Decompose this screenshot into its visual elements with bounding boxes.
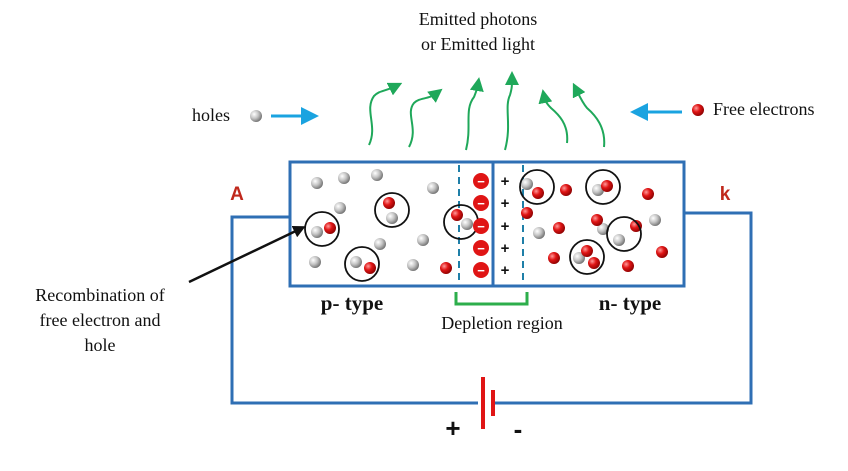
n-type-label: n- type — [599, 291, 661, 315]
negative-ion-icon: − — [473, 195, 489, 211]
circuit-wire — [230, 211, 753, 405]
photon-arrow-icon — [572, 82, 606, 148]
electron-icon — [521, 207, 533, 219]
depletion-ions: − − − − − + + + + + — [473, 173, 510, 279]
recombination-ring-icon — [585, 169, 621, 205]
recombination-ring-icon — [569, 239, 605, 275]
hole-icon — [521, 178, 533, 190]
negative-ion-icon: − — [473, 218, 489, 234]
hole-icon — [417, 234, 429, 246]
hole-icon — [250, 110, 262, 122]
hole-icon — [338, 172, 350, 184]
photon-arrows — [368, 71, 606, 151]
positive-ion-icon: + — [501, 173, 510, 190]
hole-icon — [533, 227, 545, 239]
svg-text:−: − — [477, 174, 485, 189]
electron-icon — [451, 209, 463, 221]
electron-icon — [532, 187, 544, 199]
recombination-pointer-arrow-icon — [188, 226, 306, 284]
photon-arrow-icon — [408, 88, 443, 148]
depletion-bracket — [454, 292, 529, 306]
recombination-ring-icon — [344, 246, 380, 282]
electron-icon — [622, 260, 634, 272]
svg-text:−: − — [477, 219, 485, 234]
hole-icon — [386, 212, 398, 224]
electron-icon — [581, 245, 593, 257]
hole-icon — [592, 184, 604, 196]
cathode-terminal-label: k — [720, 184, 731, 205]
photon-arrow-icon — [465, 77, 484, 151]
hole-icon — [407, 259, 419, 271]
p-type-label: p- type — [321, 291, 383, 315]
recombination-ring-icon — [606, 216, 642, 252]
electron-icon — [630, 220, 642, 232]
photon-arrow-icon — [368, 82, 403, 146]
battery-icon — [481, 377, 495, 429]
hole-icon — [371, 169, 383, 181]
electron-icon — [591, 214, 603, 226]
hole-icon — [374, 238, 386, 250]
hole-icon — [350, 256, 362, 268]
electron-icon — [601, 180, 613, 192]
positive-ion-icon: + — [501, 262, 510, 279]
svg-text:−: − — [477, 196, 485, 211]
svg-text:−: − — [477, 263, 485, 278]
hole-icon — [309, 256, 321, 268]
anode-terminal-label: A — [230, 184, 244, 205]
electron-icon — [364, 262, 376, 274]
depletion-region-label: Depletion region — [441, 313, 562, 333]
hole-icon — [649, 214, 661, 226]
recombination-label-line1: Recombination of — [35, 285, 164, 305]
hole-icon — [311, 226, 323, 238]
hole-icon — [597, 223, 609, 235]
recombination-ring-icon — [374, 192, 410, 228]
recombination-label-line3: hole — [85, 335, 116, 355]
electron-icon — [588, 257, 600, 269]
recombination-label-line2: free electron and — [40, 310, 161, 330]
electron-icon — [324, 222, 336, 234]
holes-label: holes — [192, 105, 230, 125]
battery-negative-label: - — [514, 414, 523, 444]
hole-icon — [613, 234, 625, 246]
hole-icon — [573, 252, 585, 264]
hole-icon — [311, 177, 323, 189]
electron-icon — [440, 262, 452, 274]
photon-arrow-icon — [538, 89, 569, 144]
recombination-ring-icon — [519, 169, 555, 205]
battery-positive-label: + — [445, 413, 460, 443]
photon-arrow-icon — [504, 71, 519, 151]
hole-icon — [427, 182, 439, 194]
electron-icon — [560, 184, 572, 196]
electron-icon — [553, 222, 565, 234]
positive-ion-icon: + — [501, 195, 510, 212]
negative-ion-icon: − — [473, 262, 489, 278]
free-electrons-label: Free electrons — [713, 99, 814, 119]
hole-icon — [334, 202, 346, 214]
photons-title-line1: Emitted photons — [419, 9, 538, 29]
electron-icon — [383, 197, 395, 209]
electron-icon — [656, 246, 668, 258]
charge-carriers — [304, 169, 668, 282]
negative-ion-icon: − — [473, 173, 489, 189]
negative-ion-icon: − — [473, 240, 489, 256]
hole-icon — [461, 218, 473, 230]
electron-icon — [642, 188, 654, 200]
positive-ion-icon: + — [501, 240, 510, 257]
positive-ion-icon: + — [501, 218, 510, 235]
photons-title-line2: or Emitted light — [421, 34, 535, 54]
electron-icon — [548, 252, 560, 264]
electron-icon — [692, 104, 704, 116]
svg-text:−: − — [477, 241, 485, 256]
